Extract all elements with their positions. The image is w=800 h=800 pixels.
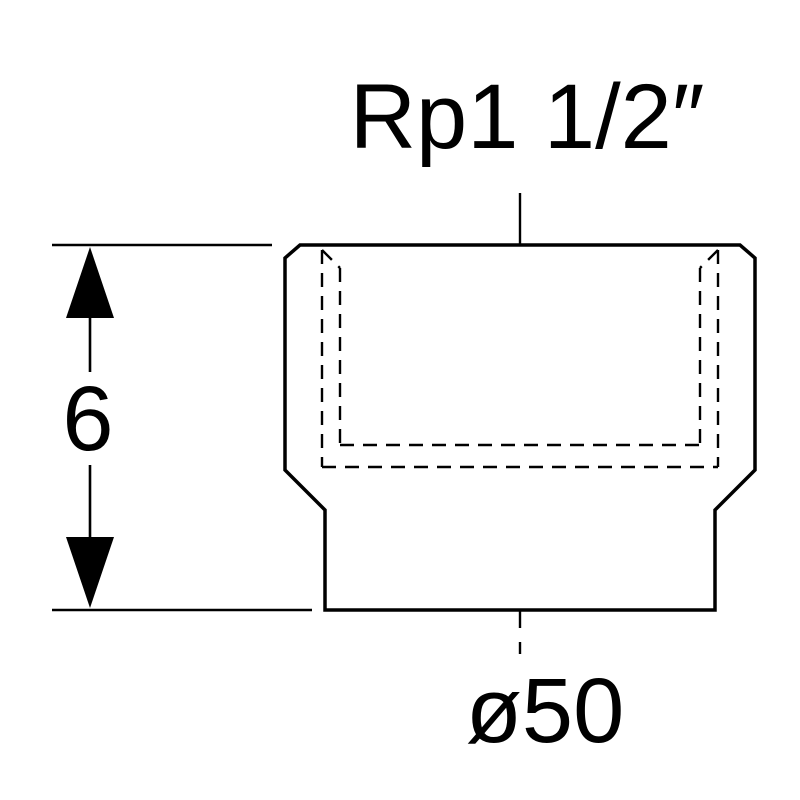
thread-size-label: Rp1 1/2″ xyxy=(350,66,705,168)
thread-dashed-lines xyxy=(320,249,720,469)
height-dimension-label: 6 xyxy=(62,368,113,470)
fitting-body-outline xyxy=(283,243,757,612)
thread-chamfer-right xyxy=(699,249,719,269)
dimension-arrow-down-icon xyxy=(66,537,114,608)
part-outline xyxy=(283,243,757,612)
thread-chamfer-left xyxy=(321,249,341,269)
height-dimension: 6 xyxy=(52,243,312,612)
diameter-label: ø50 xyxy=(466,660,625,762)
dimension-arrow-up-icon xyxy=(66,247,114,318)
